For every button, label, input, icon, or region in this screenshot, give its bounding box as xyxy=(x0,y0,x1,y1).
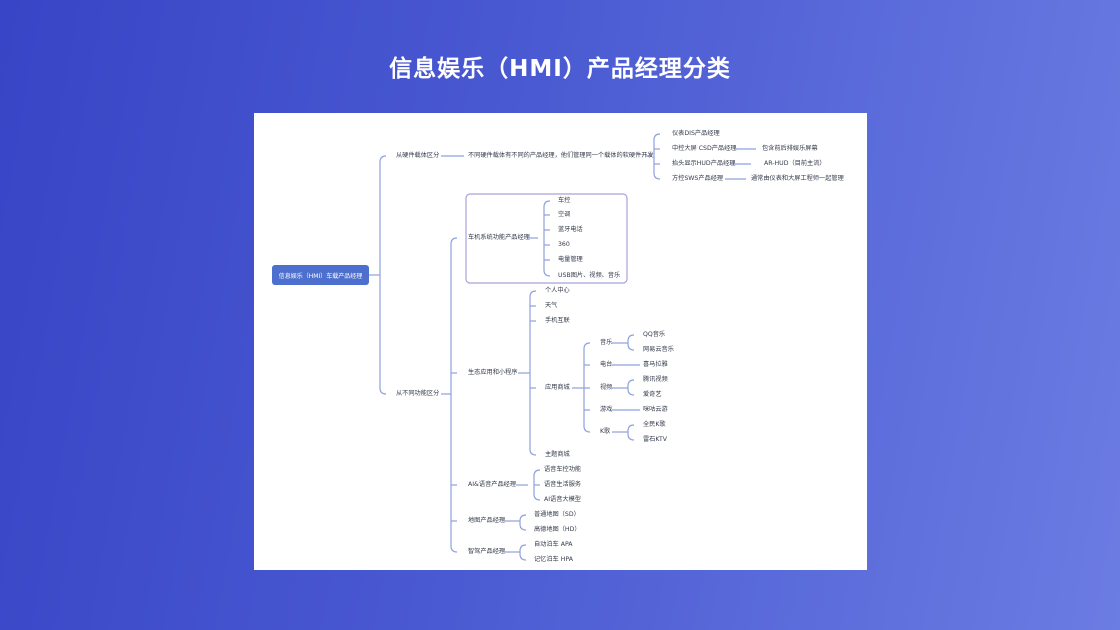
adas-pm[interactable]: 智驾产品经理 xyxy=(468,548,506,555)
system-group-frame xyxy=(465,193,628,284)
store-category-game[interactable]: 游戏 xyxy=(600,406,613,413)
connector xyxy=(519,514,527,531)
connector xyxy=(519,544,527,561)
connector xyxy=(529,290,537,456)
map-item[interactable]: 高德地图（HD） xyxy=(534,526,581,533)
ai-item[interactable]: AI语音大模型 xyxy=(544,496,581,503)
root-node[interactable]: 信息娱乐（HMI）车载产品经理 xyxy=(272,265,369,285)
store-category-radio[interactable]: 电台 xyxy=(600,361,613,368)
app-item[interactable]: 喜马拉雅 xyxy=(643,361,668,368)
system-item[interactable]: 空调 xyxy=(558,211,571,218)
store-category-music[interactable]: 音乐 xyxy=(600,339,613,346)
hardware-sws-note: 通常由仪表和大屏工程师一起管理 xyxy=(751,175,844,182)
hardware-csd[interactable]: 中控大屏 CSD产品经理 xyxy=(672,145,737,152)
ai-item[interactable]: 语音生活服务 xyxy=(544,481,582,488)
connector xyxy=(379,155,387,395)
app-store[interactable]: 应用商城 xyxy=(545,384,570,391)
hardware-hud-note: AR-HUD（目前主流） xyxy=(764,160,826,167)
map-pm[interactable]: 地图产品经理 xyxy=(468,517,506,524)
ecosystem-item[interactable]: 个人中心 xyxy=(545,287,570,294)
hardware-hud[interactable]: 抬头显示HUD产品经理 xyxy=(672,160,736,167)
system-item[interactable]: 电量管理 xyxy=(558,256,583,263)
app-item[interactable]: QQ音乐 xyxy=(643,331,666,338)
store-category-video[interactable]: 视频 xyxy=(600,384,613,391)
page-title: 信息娱乐（HMI）产品经理分类 xyxy=(389,56,731,82)
connector xyxy=(653,133,661,180)
app-item[interactable]: 网易云音乐 xyxy=(643,346,674,353)
connector xyxy=(627,424,635,441)
branch-hardware-note: 不同硬件载体有不同的产品经理，他们管理同一个载体的软硬件开发 xyxy=(468,152,654,159)
app-item[interactable]: 咪咕云游 xyxy=(643,406,668,413)
system-item[interactable]: 车控 xyxy=(558,197,571,204)
system-item[interactable]: 蓝牙电话 xyxy=(558,226,583,233)
connector xyxy=(543,200,551,277)
connector xyxy=(450,237,458,553)
app-item[interactable]: 爱奇艺 xyxy=(643,391,662,398)
ecosystem-item[interactable]: 手机互联 xyxy=(545,317,570,324)
ai-item[interactable]: 语音车控功能 xyxy=(544,466,582,473)
branch-hardware[interactable]: 从硬件载体区分 xyxy=(396,152,440,159)
system-item[interactable]: 360 xyxy=(558,241,570,248)
connector-layer xyxy=(369,133,756,561)
app-item[interactable]: 全民K歌 xyxy=(643,421,666,428)
ecosystem-pm[interactable]: 生态应用和小程序 xyxy=(468,369,518,376)
hardware-sws[interactable]: 方控SWS产品经理 xyxy=(672,175,724,182)
ecosystem-item[interactable]: 天气 xyxy=(545,302,558,309)
app-item[interactable]: 雷石KTV xyxy=(643,436,667,443)
ecosystem-item[interactable]: 主题商城 xyxy=(545,451,570,458)
app-item[interactable]: 腾讯视频 xyxy=(643,376,668,383)
adas-item[interactable]: 自动泊车 APA xyxy=(534,541,573,548)
adas-item[interactable]: 记忆泊车 HPA xyxy=(534,556,573,563)
map-item[interactable]: 普通地图（SD） xyxy=(534,511,580,518)
system-function-pm[interactable]: 车机系统功能产品经理 xyxy=(468,234,530,241)
hardware-dis[interactable]: 仪表DIS产品经理 xyxy=(672,130,720,137)
system-item[interactable]: USB图片、视频、音乐 xyxy=(558,272,621,279)
connector xyxy=(627,334,635,351)
connector xyxy=(627,379,635,396)
branch-function[interactable]: 从不同功能区分 xyxy=(396,390,440,397)
mindmap-canvas: 信息娱乐（HMI）车载产品经理 从硬件载体区分 不同硬件载体有不同的产品经理，他… xyxy=(254,113,867,570)
hardware-csd-note: 包含前后排娱乐屏幕 xyxy=(762,145,818,152)
ai-voice-pm[interactable]: AI&语音产品经理 xyxy=(468,481,517,488)
store-category-karaoke[interactable]: K歌 xyxy=(600,428,611,435)
